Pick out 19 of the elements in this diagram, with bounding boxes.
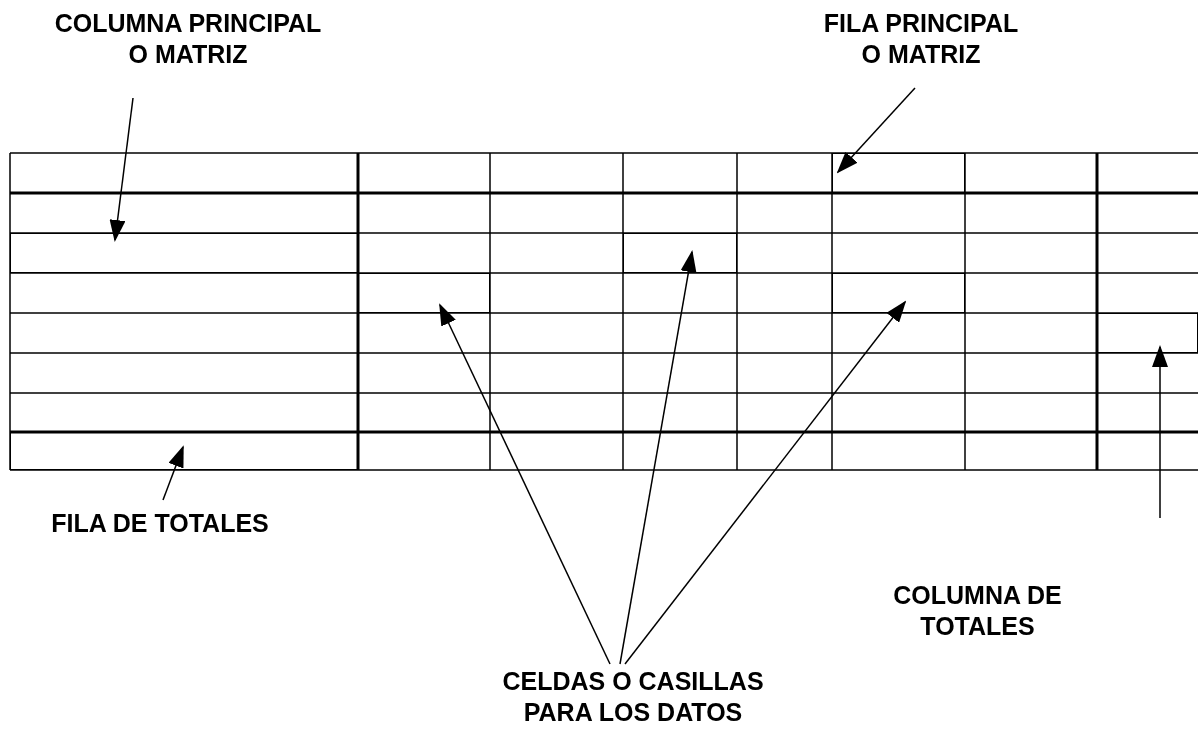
leader-line: [439, 303, 611, 665]
leader-line: [162, 445, 184, 501]
leader-line: [624, 300, 907, 665]
table-cell: [623, 233, 737, 273]
table-cell: [1097, 313, 1198, 353]
callout-label: FILA PRINCIPAL O MATRIZ: [812, 8, 1030, 70]
leader-line: [619, 250, 697, 665]
leader-line: [109, 97, 134, 242]
table-cell: [832, 273, 965, 313]
leader-line: [836, 87, 916, 174]
callout-label: FILA DE TOTALES: [10, 508, 310, 539]
table-cell: [832, 153, 965, 193]
table-cell: [358, 273, 490, 313]
callout-label: COLUMNA PRINCIPAL O MATRIZ: [43, 8, 333, 70]
table-cell: [10, 233, 358, 273]
callout-label: COLUMNA DE TOTALES: [860, 580, 1095, 642]
callout-label: CELDAS O CASILLAS PARA LOS DATOS: [498, 666, 768, 728]
leader-line: [1152, 345, 1168, 519]
table-cell: [10, 432, 358, 470]
